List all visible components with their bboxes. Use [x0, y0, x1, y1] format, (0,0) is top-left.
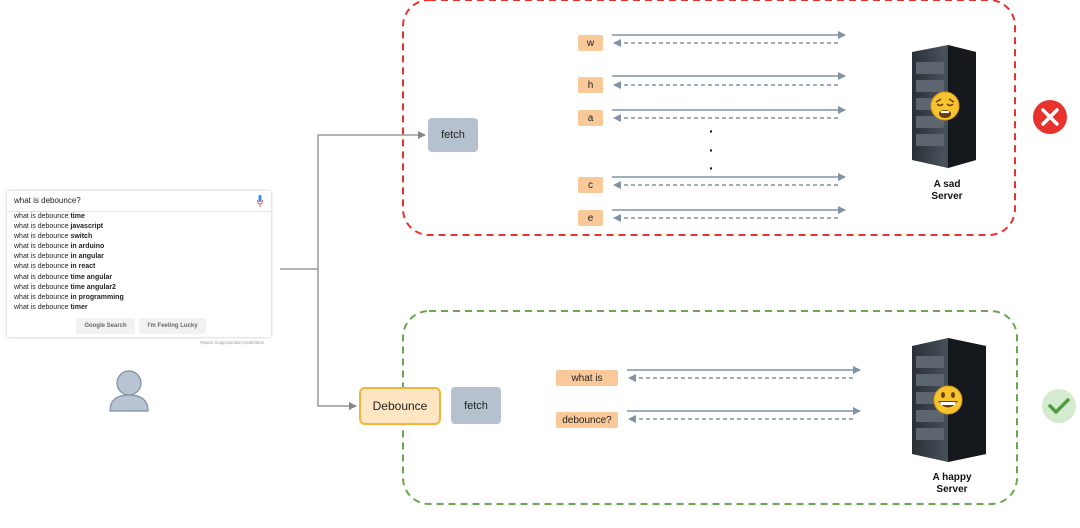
chunk-chip-debounce: debounce? [556, 412, 618, 428]
sad-server-label-line1: A sad [933, 179, 961, 190]
suggestion-item[interactable]: what is debounce in programming [14, 293, 124, 303]
suggestion-prefix: what is debounce [14, 273, 69, 281]
connector-lines [280, 131, 426, 410]
suggestion-prefix: what is debounce [14, 243, 69, 251]
suggestion-item[interactable]: what is debounce time angular [14, 273, 124, 283]
suggestion-item[interactable]: what is debounce javascript [14, 222, 124, 232]
happy-server-label-line2: Server [936, 484, 968, 495]
report-predictions-link[interactable]: Report inappropriate predictions [200, 340, 265, 345]
suggestion-completion: javascript [70, 223, 104, 231]
suggestion-prefix: what is debounce [14, 233, 69, 241]
suggestion-item[interactable]: what is debounce time angular2 [14, 283, 124, 293]
chunk-chip-what-is: what is [556, 370, 618, 386]
letter-chip-h: h [578, 77, 603, 93]
suggestion-completion: time [70, 213, 85, 220]
suggestion-completion: in angular [70, 253, 104, 261]
ellipsis-dot-2: · [709, 142, 714, 158]
suggestion-completion: time angular2 [70, 283, 116, 291]
suggestion-completion: time angular [70, 273, 113, 281]
suggestion-item[interactable]: what is debounce in angular [14, 252, 124, 262]
suggestion-completion: in arduino [70, 243, 105, 251]
suggestion-item[interactable]: what is debounce timer [14, 303, 124, 313]
happy-server-label: A happy Server [910, 472, 994, 496]
suggestion-completion: switch [70, 233, 93, 241]
user-avatar-icon [109, 370, 149, 412]
search-bar[interactable]: what is debounce? [7, 191, 271, 212]
top-fetch-box: fetch [428, 118, 478, 152]
cross-circle-icon [1033, 100, 1067, 134]
letter-chip-e: e [578, 210, 603, 226]
top-request-arrows [612, 31, 846, 222]
letter-chip-a: a [578, 110, 603, 126]
google-search-button[interactable]: Google Search [76, 318, 135, 334]
bottom-request-arrows [627, 366, 861, 423]
suggestion-prefix: what is debounce [14, 213, 69, 220]
ellipsis-dot-3: · [709, 160, 714, 176]
sad-server-label: A sad Server [905, 179, 989, 203]
suggestion-item[interactable]: what is debounce switch [14, 232, 124, 242]
suggestion-prefix: what is debounce [14, 283, 69, 291]
suggestion-item[interactable]: what is debounce in arduino [14, 242, 124, 252]
bottom-fetch-box: fetch [451, 387, 501, 424]
happy-face-icon [933, 385, 963, 415]
suggestion-prefix: what is debounce [14, 253, 69, 261]
suggestion-completion: in programming [70, 293, 124, 301]
suggestion-prefix: what is debounce [14, 303, 69, 311]
microphone-icon[interactable] [257, 195, 263, 207]
suggestion-completion: timer [70, 303, 88, 311]
ellipsis-dot-1: · [709, 123, 714, 139]
suggestion-prefix: what is debounce [14, 223, 69, 231]
search-input[interactable]: what is debounce? [14, 196, 81, 205]
debounce-box: Debounce [359, 387, 441, 425]
sad-face-icon [930, 91, 960, 121]
suggestion-prefix: what is debounce [14, 263, 69, 271]
check-circle-icon [1042, 389, 1076, 423]
happy-server-label-line1: A happy [932, 472, 972, 483]
suggestion-completion: in react [70, 263, 96, 271]
suggestion-item[interactable]: what is debounce time [14, 212, 124, 222]
suggestion-item[interactable]: what is debounce in react [14, 262, 124, 272]
letter-chip-c: c [578, 177, 603, 193]
top-container [402, 0, 1016, 236]
letter-chip-w: w [578, 35, 603, 51]
suggestion-prefix: what is debounce [14, 293, 69, 301]
sad-server-label-line2: Server [931, 191, 963, 202]
happy-server-icon [912, 338, 986, 462]
feeling-lucky-button[interactable]: I'm Feeling Lucky [139, 318, 206, 334]
